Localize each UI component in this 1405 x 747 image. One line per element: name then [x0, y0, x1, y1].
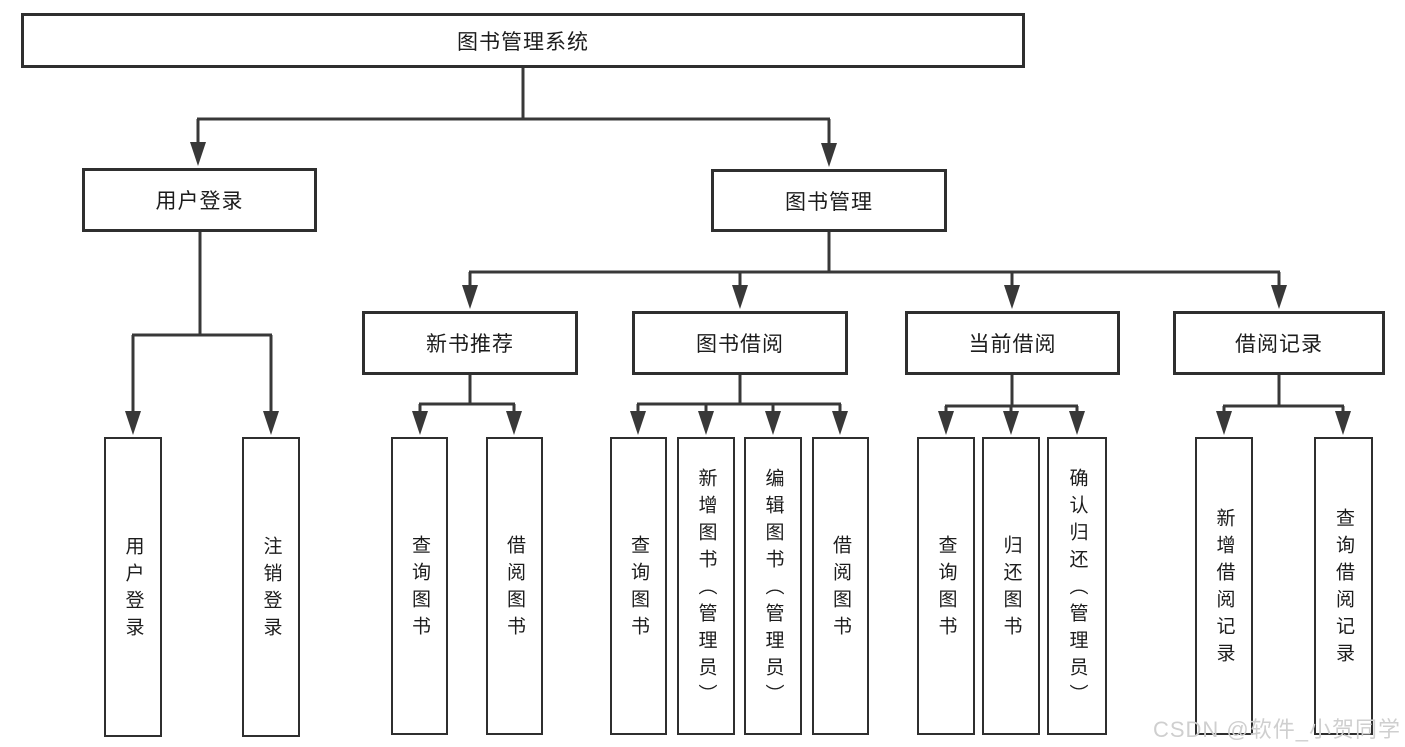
node-current-borrow: 当前借阅 [905, 311, 1120, 375]
node-borrow-records: 借阅记录 [1173, 311, 1385, 375]
connector-records-to-leaves [1216, 375, 1351, 435]
node-book-borrow: 图书借阅 [632, 311, 848, 375]
leaf-current-query-books-label: 查询图书 [935, 535, 957, 643]
leaf-user-login-label: 用户登录 [122, 536, 144, 644]
leaf-add-books-admin: 新增图书（管理员） [677, 437, 735, 735]
node-user-login: 用户登录 [82, 168, 317, 232]
leaf-add-borrow-record-label: 新增借阅记录 [1213, 508, 1235, 670]
connector-borrow-to-leaves [630, 375, 848, 435]
leaf-user-login: 用户登录 [104, 437, 162, 737]
leaf-borrow-query-books: 查询图书 [610, 437, 667, 735]
connector-current-to-leaves [938, 375, 1085, 435]
leaf-current-query-books: 查询图书 [917, 437, 975, 735]
connector-root-to-level2 [190, 66, 837, 167]
leaf-query-borrow-record-label: 查询借阅记录 [1333, 508, 1354, 670]
leaf-logout: 注销登录 [242, 437, 300, 737]
leaf-recommend-borrow-books-label: 借阅图书 [504, 535, 525, 643]
connector-recommend-to-leaves [412, 375, 522, 435]
leaf-borrow-books: 借阅图书 [812, 437, 869, 735]
leaf-query-borrow-record: 查询借阅记录 [1314, 437, 1373, 735]
leaf-edit-books-admin: 编辑图书（管理员） [744, 437, 802, 735]
leaf-edit-books-admin-label: 编辑图书（管理员） [762, 467, 784, 711]
leaf-recommend-query-books: 查询图书 [391, 437, 448, 735]
leaf-borrow-books-label: 借阅图书 [830, 535, 851, 643]
node-new-book-recommend-label: 新书推荐 [426, 333, 514, 356]
connector-book-mgmt-to-level3 [462, 231, 1287, 309]
node-current-borrow-label: 当前借阅 [968, 333, 1057, 356]
node-book-management: 图书管理 [711, 169, 947, 232]
csdn-watermark: CSDN @软件_小贺同学 [1152, 717, 1401, 742]
node-new-book-recommend: 新书推荐 [362, 311, 578, 375]
leaf-recommend-query-books-label: 查询图书 [409, 535, 430, 643]
leaf-add-books-admin-label: 新增图书（管理员） [695, 467, 717, 711]
node-user-login-label: 用户登录 [155, 190, 244, 213]
node-borrow-records-label: 借阅记录 [1235, 333, 1323, 356]
node-book-management-label: 图书管理 [785, 190, 873, 214]
node-root-label: 图书管理系统 [457, 30, 589, 54]
leaf-confirm-return-admin-label: 确认归还（管理员） [1066, 467, 1088, 711]
leaf-borrow-query-books-label: 查询图书 [628, 535, 649, 643]
leaf-recommend-borrow-books: 借阅图书 [486, 437, 543, 735]
node-book-borrow-label: 图书借阅 [696, 333, 784, 356]
connector-user-login-to-leaves [125, 231, 279, 435]
leaf-return-books-label: 归还图书 [1000, 535, 1022, 643]
leaf-add-borrow-record: 新增借阅记录 [1195, 437, 1253, 735]
leaf-return-books: 归还图书 [982, 437, 1040, 735]
leaf-logout-label: 注销登录 [260, 536, 282, 644]
node-root-system: 图书管理系统 [21, 13, 1025, 68]
leaf-confirm-return-admin: 确认归还（管理员） [1047, 437, 1107, 735]
